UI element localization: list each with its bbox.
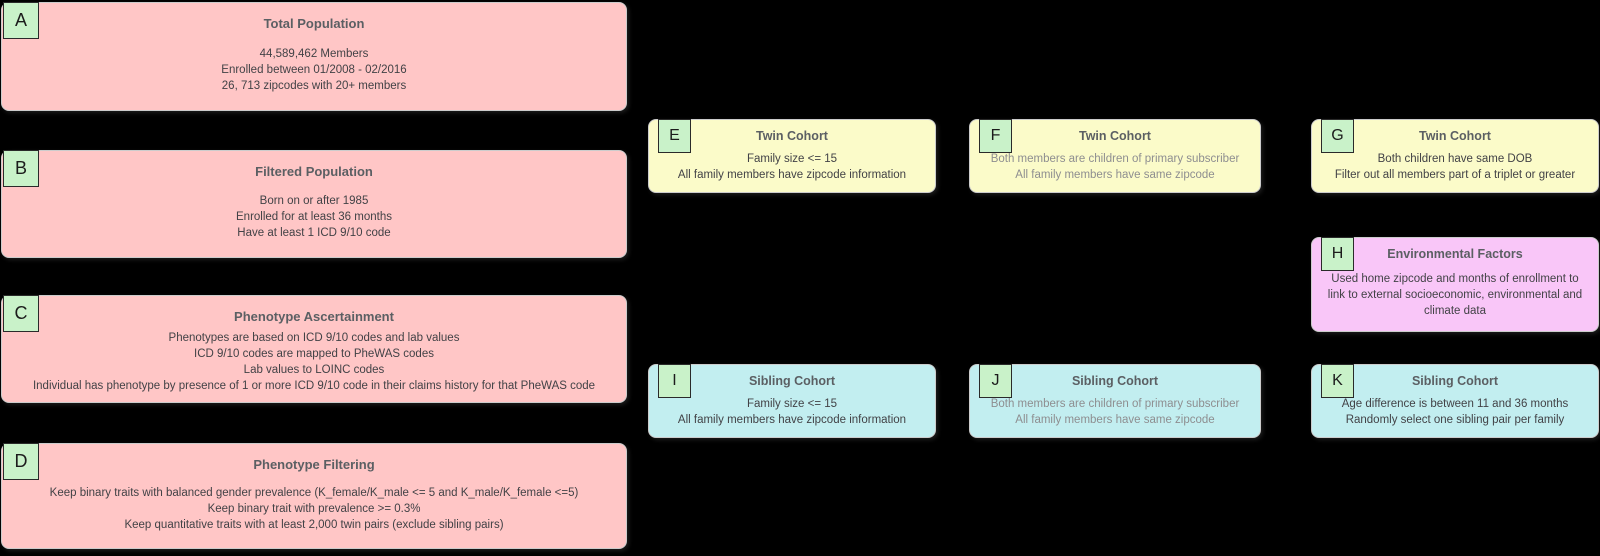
box-text-line: ICD 9/10 codes are mapped to PheWAS code… [194, 348, 434, 360]
box-text-line: Randomly select one sibling pair per fam… [1345, 413, 1565, 426]
box-letter-badge: A [3, 2, 39, 39]
box-title: Phenotype Filtering [253, 457, 375, 472]
box-title: Twin Cohort [1419, 129, 1491, 143]
box-text-line: Family size <= 15 [746, 152, 838, 165]
box-body: Used home zipcode and months of enrollme… [1312, 271, 1598, 321]
box-title: Sibling Cohort [748, 374, 836, 388]
box-body: Both children have same DOB Filter out al… [1312, 151, 1598, 185]
box-text-line: Family size <= 15 [746, 397, 838, 410]
box-body: Phenotypes are based on ICD 9/10 codes a… [2, 330, 626, 396]
box-letter-badge: J [979, 364, 1012, 398]
box-title: Total Population [263, 16, 365, 31]
box-text-line: All family members have same zipcode [1015, 413, 1215, 426]
box-title: Filtered Population [255, 164, 373, 179]
box-body: Both members are children of primary sub… [970, 396, 1260, 430]
box-text-line: Enrolled for at least 36 months [236, 211, 392, 223]
box-letter-badge: D [3, 443, 39, 480]
box-text-line: Born on or after 1985 [259, 195, 369, 207]
box-text-line: Keep binary traits with balanced gender … [49, 487, 579, 499]
box-text-line: Lab values to LOINC codes [243, 364, 385, 376]
box-text-line: All family members have same zipcode [1015, 168, 1215, 181]
box-text-line: Used home zipcode and months of enrollme… [1327, 273, 1583, 317]
box-text-line: Keep binary trait with prevalence >= 0.3… [207, 503, 421, 515]
box-title: Environmental Factors [1387, 247, 1523, 261]
box-title: Twin Cohort [1079, 129, 1151, 143]
box-body: Family size <= 15 All family members have… [649, 151, 935, 185]
box-text-line: 44,589,462 Members [259, 47, 369, 60]
box-text-line: Both members are children of primary sub… [990, 397, 1240, 410]
box-text-line: Phenotypes are based on ICD 9/10 codes a… [168, 332, 460, 344]
box-title: Twin Cohort [756, 129, 828, 143]
box-letter-badge: C [3, 295, 39, 332]
box-letter-badge: I [658, 364, 691, 398]
box-letter-badge: K [1321, 364, 1354, 398]
box-body: Keep binary traits with balanced gender … [2, 485, 626, 535]
box-text-line: Keep quantitative traits with at least 2… [124, 519, 504, 531]
box-text-line: Both children have same DOB [1377, 152, 1533, 165]
box-text-line: All family members have zipcode informat… [677, 413, 907, 426]
box-text-line: Enrolled between 01/2008 - 02/2016 [221, 63, 407, 76]
box-body: Family size <= 15 All family members have… [649, 396, 935, 430]
box-text-line: Individual has phenotype by presence of … [32, 380, 596, 392]
box-letter-badge: H [1321, 237, 1354, 271]
box-letter-badge: E [658, 119, 691, 153]
box-title: Sibling Cohort [1071, 374, 1159, 388]
box-title: Sibling Cohort [1411, 374, 1499, 388]
box-letter-badge: B [3, 150, 39, 187]
box-body: Both members are children of primary sub… [970, 151, 1260, 185]
box-letter-badge: G [1321, 119, 1354, 153]
box-text-line: Both members are children of primary sub… [990, 152, 1240, 165]
box-body: Age difference is between 11 and 36 mont… [1312, 396, 1598, 430]
box-title: Phenotype Ascertainment [234, 309, 394, 324]
box-text-line: 26, 713 zipcodes with 20+ members [221, 79, 407, 92]
box-text-line: All family members have zipcode informat… [677, 168, 907, 181]
box-text-line: Filter out all members part of a triplet… [1334, 168, 1576, 181]
box-letter-badge: F [979, 119, 1012, 153]
box-text-line: Have at least 1 ICD 9/10 code [237, 227, 391, 239]
box-text-line: Age difference is between 11 and 36 mont… [1341, 397, 1569, 410]
